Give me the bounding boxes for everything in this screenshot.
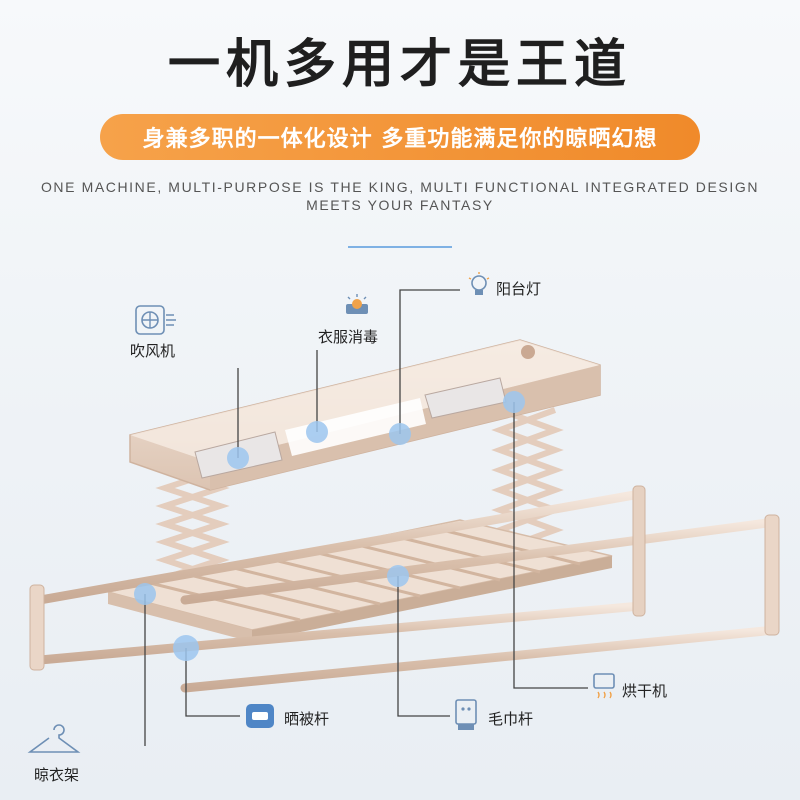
scissor-arm-right	[491, 407, 564, 553]
english-tagline: ONE MACHINE, MULTI-PURPOSE IS THE KING, …	[40, 178, 760, 214]
disinfect-label: 衣服消毒	[318, 328, 379, 346]
hanger-icon	[27, 724, 81, 753]
hanger-label: 晾衣架	[34, 766, 80, 784]
page-title: 一机多用才是王道	[167, 35, 632, 95]
blower-label: 吹风机	[130, 342, 176, 360]
telescopic-rods	[29, 485, 780, 693]
towel-rod-label: 毛巾杆	[488, 710, 534, 728]
towel-icon	[455, 699, 477, 730]
light-label: 阳台灯	[496, 280, 542, 298]
english-tagline-line1: ONE MACHINE, MULTI-PURPOSE IS THE KING, …	[40, 179, 760, 195]
subtitle-banner: 身兼多职的一体化设计 多重功能满足你的晾晒幻想	[100, 114, 700, 160]
callout-lines	[144, 289, 588, 746]
machine-body	[129, 339, 601, 491]
divider-line	[348, 246, 452, 248]
uv-lamp-icon	[346, 294, 368, 314]
quilt-rod-label: 晒被杆	[284, 710, 330, 728]
highlight-dots	[134, 391, 525, 661]
quilt-icon	[246, 704, 274, 728]
english-tagline-line2: MEETS YOUR FANTASY	[306, 197, 494, 213]
fan-icon	[135, 305, 176, 335]
dryer-label: 烘干机	[622, 682, 668, 700]
heat-dryer-icon	[593, 673, 615, 699]
light-bulb-icon	[468, 272, 490, 295]
